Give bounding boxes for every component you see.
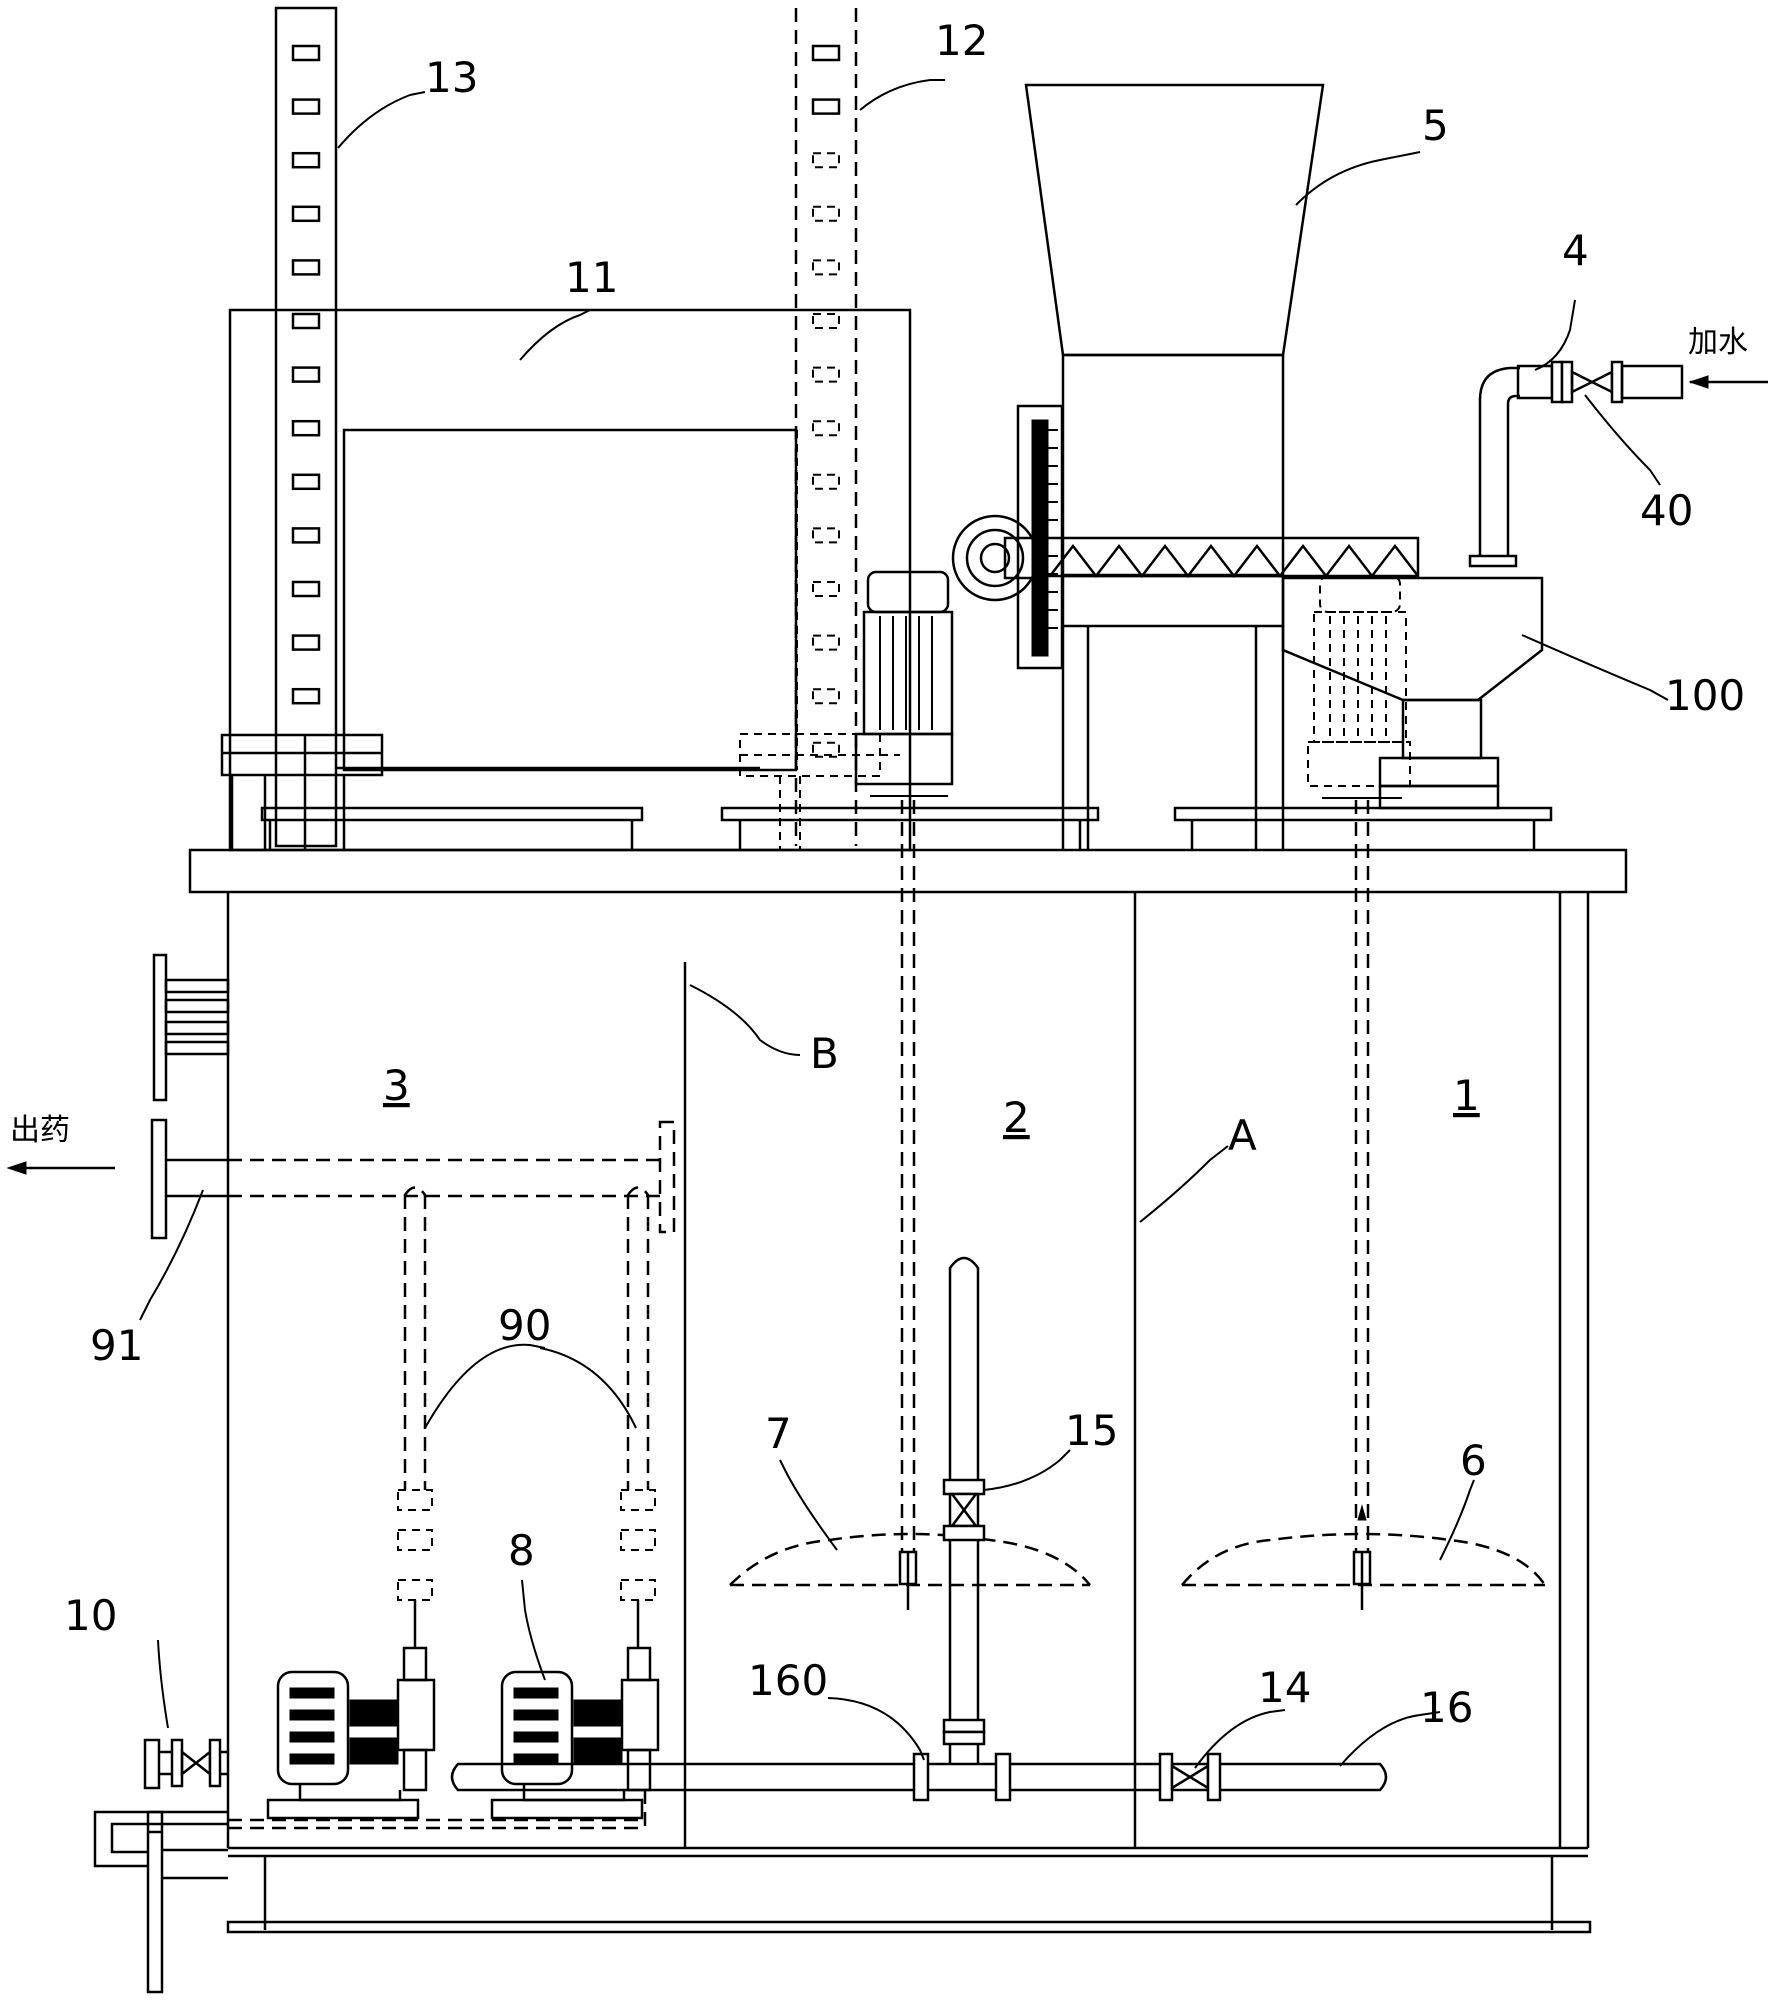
label-15: 15 <box>1065 1406 1118 1455</box>
suction-line-left <box>397 1186 433 1648</box>
ladder-12-rung <box>812 152 840 169</box>
dosing-pump-left <box>266 1646 436 1820</box>
label-91: 91 <box>90 1321 143 1370</box>
ladder-12-rung <box>812 581 840 597</box>
ladder-12-rung <box>812 741 840 758</box>
label-14: 14 <box>1258 1663 1311 1712</box>
leader-lines <box>139 79 1669 1769</box>
ladder-13-rung <box>291 687 321 705</box>
label-5: 5 <box>1422 101 1449 150</box>
ladder-12-rung <box>812 205 840 222</box>
ladder-13-rung <box>291 527 321 544</box>
label-6: 6 <box>1460 1436 1487 1485</box>
vertical-pipe-15 <box>942 1256 986 1764</box>
ladder-12-rung <box>812 259 840 276</box>
label-12: 12 <box>935 16 988 65</box>
drain-valve-10 <box>143 1738 228 1790</box>
label-7: 7 <box>765 1409 792 1458</box>
motor-middle <box>720 570 1100 850</box>
ladder-13-rung <box>291 98 321 115</box>
label-100: 100 <box>1665 671 1745 720</box>
ladder-13-rung <box>291 259 321 276</box>
label-2: 2 <box>1003 1093 1030 1142</box>
label-160: 160 <box>748 1656 828 1705</box>
ladder-13-rung <box>291 151 321 169</box>
ladder-12-rung <box>811 44 841 62</box>
partitions <box>683 892 1137 1848</box>
label-11: 11 <box>565 253 618 302</box>
agitator-shaft-6 <box>1181 800 1547 1610</box>
water-inlet-pipe-4 <box>1468 360 1768 568</box>
label-40: 40 <box>1640 486 1693 535</box>
frame-11 <box>220 308 912 852</box>
label-8: 8 <box>508 1526 535 1575</box>
ladder-12-rung <box>812 688 840 705</box>
ladder-13-rung <box>291 419 321 437</box>
ladder-12-rung <box>812 473 840 490</box>
bottom-manifold <box>228 1790 647 1830</box>
ladder-12-rung <box>812 634 840 651</box>
ladder-12-rung <box>812 420 840 437</box>
ladder-13-rung <box>291 44 321 62</box>
ladder-13 <box>274 6 338 848</box>
label-13: 13 <box>425 53 478 102</box>
label-4: 4 <box>1562 226 1589 275</box>
ladder-13-rung <box>291 634 321 651</box>
label-3: 3 <box>383 1061 410 1110</box>
dosing-pump-right <box>490 1646 660 1820</box>
label-90: 90 <box>498 1301 551 1350</box>
ladder-13-rung <box>291 580 321 598</box>
label-10: 10 <box>64 1591 117 1640</box>
ladder-12 <box>794 8 858 846</box>
ladder-12-rung <box>811 98 841 115</box>
transfer-pipe-16 <box>450 1752 1388 1802</box>
mixer-funnel-100 <box>1281 576 1544 810</box>
labels: 13 12 5 11 4 40 100 B A 3 2 1 91 90 7 15… <box>10 16 1748 1732</box>
label-1: 1 <box>1453 1071 1480 1120</box>
ladder-13-rung <box>291 366 321 383</box>
medicine-out-label: 出药 <box>10 1113 70 1148</box>
label-a: A <box>1228 1111 1257 1160</box>
side-nozzle <box>152 953 230 1102</box>
ladder-13-rung <box>291 312 321 330</box>
ladder-13-rung <box>291 205 321 223</box>
ladder-12-rung <box>812 366 840 383</box>
powder-hopper-5 <box>951 83 1420 850</box>
label-16: 16 <box>1420 1683 1473 1732</box>
ladder-12-rung <box>812 313 840 329</box>
water-in-label: 加水 <box>1688 325 1748 360</box>
agitator-shaft-7 <box>729 800 1091 1610</box>
tank-body <box>188 848 1628 1934</box>
bottom-drain <box>93 1810 228 1994</box>
suction-line-right <box>620 1186 656 1648</box>
motor-right <box>1173 575 1553 850</box>
outlet-pipe-91 <box>6 1118 676 1240</box>
ladder-12-rung <box>812 527 840 544</box>
ladder-13-rung <box>291 473 321 491</box>
label-b: B <box>810 1029 839 1078</box>
